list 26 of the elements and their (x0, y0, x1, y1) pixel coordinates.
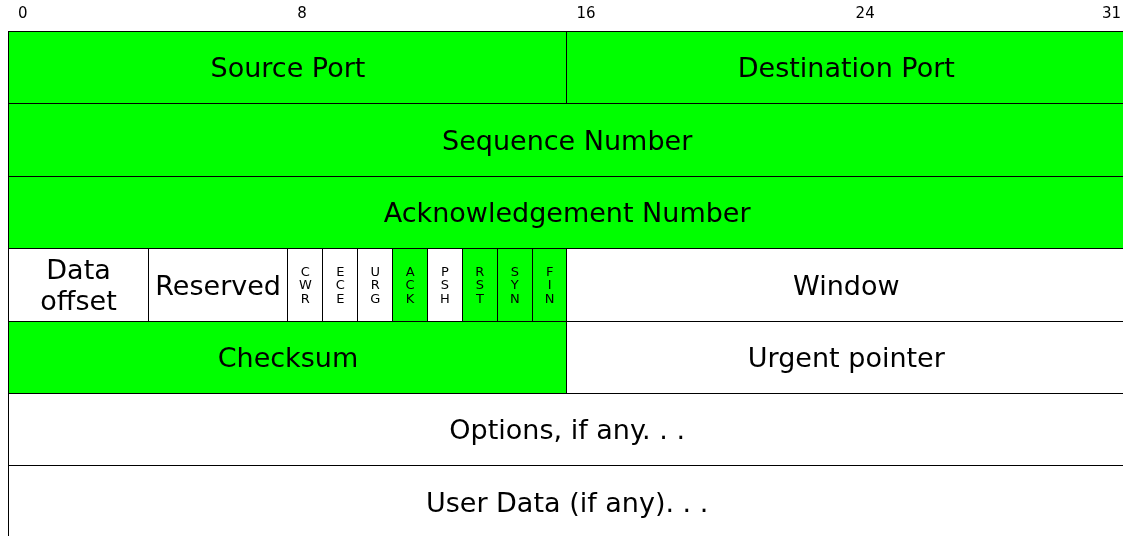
header-field: Checksum (8, 321, 568, 395)
flag-name: PSH (441, 264, 449, 306)
header-field: User Data (if any). . . (8, 465, 1123, 536)
flag-name: SYN (511, 264, 519, 306)
flag-bit-field (322, 248, 359, 323)
header-field: Acknowledgement Number (8, 176, 1123, 250)
bit-number: 0 (18, 4, 28, 22)
bit-number: 8 (297, 4, 307, 22)
bit-number: 16 (576, 4, 596, 22)
bit-number: 24 (855, 4, 875, 22)
header-field: Urgent pointer (566, 321, 1123, 395)
flag-bit-field (287, 248, 324, 323)
header-field: Options, if any. . . (8, 393, 1123, 467)
header-field: Window (566, 248, 1123, 323)
flag-name: FIN (546, 264, 554, 306)
header-field: Data offset (8, 248, 150, 323)
flag-name: ACK (406, 264, 414, 306)
flag-bit-field (531, 248, 568, 323)
flag-name: RST (476, 264, 484, 306)
header-field: Destination Port (566, 31, 1123, 105)
flag-name: ECE (336, 264, 344, 306)
header-field: Sequence Number (8, 103, 1123, 178)
bit-number: 31 (1101, 4, 1121, 22)
header-field: Source Port (8, 31, 568, 105)
flag-bit-field (496, 248, 533, 323)
flag-name: URG (371, 264, 379, 306)
